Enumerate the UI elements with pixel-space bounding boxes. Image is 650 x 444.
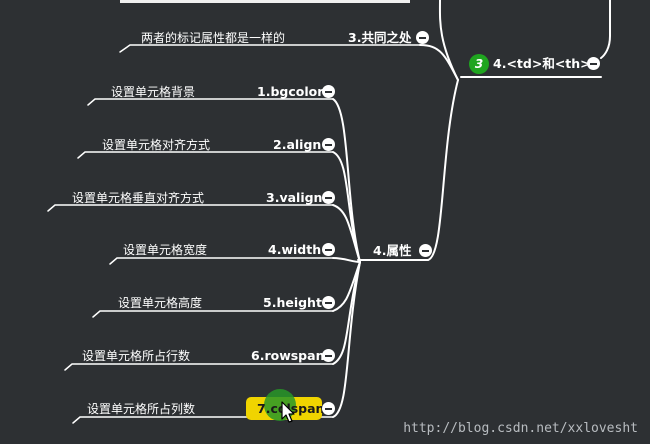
item-label-valign[interactable]: 3.valign	[266, 190, 323, 205]
collapse-item-icon[interactable]	[322, 402, 335, 415]
item-label-colspan[interactable]: 7.colspan	[257, 401, 325, 416]
common-description: 两者的标记属性都是一样的	[141, 31, 286, 45]
attributes-node-label[interactable]: 4.属性	[373, 243, 412, 258]
collapse-attributes-icon[interactable]	[419, 244, 432, 257]
collapse-root-icon[interactable]	[587, 57, 600, 70]
collapse-item-icon[interactable]	[322, 191, 335, 204]
collapse-item-icon[interactable]	[322, 296, 335, 309]
item-description: 设置单元格对齐方式	[102, 138, 211, 152]
item-label-align[interactable]: 2.align	[273, 137, 322, 152]
click-indicator	[264, 389, 296, 421]
item-description: 设置单元格垂直对齐方式	[72, 191, 205, 205]
item-label-height[interactable]: 5.height	[263, 295, 322, 310]
item-label-bgcolor[interactable]: 1.bgcolor	[257, 84, 324, 99]
collapse-item-icon[interactable]	[322, 138, 335, 151]
item-label-rowspan[interactable]: 6.rowspan	[251, 348, 325, 363]
top-edge-line	[120, 0, 410, 3]
item-description: 设置单元格背景	[111, 85, 196, 99]
mouse-pointer-icon	[281, 401, 295, 423]
collapse-common-icon[interactable]	[416, 31, 429, 44]
item-description: 设置单元格高度	[118, 296, 203, 310]
priority-badge: 3	[469, 54, 489, 74]
item-description: 设置单元格所占列数	[87, 402, 196, 416]
collapse-item-icon[interactable]	[322, 243, 335, 256]
collapse-item-icon[interactable]	[322, 349, 335, 362]
item-description: 设置单元格所占行数	[82, 349, 191, 363]
item-description: 设置单元格宽度	[123, 243, 208, 257]
common-node-label[interactable]: 3.共同之处	[348, 30, 412, 45]
watermark-text: http://blog.csdn.net/xxlovesht	[403, 421, 638, 436]
item-label-width[interactable]: 4.width	[268, 242, 322, 257]
root-node-label[interactable]: 4.<td>和<th>	[493, 56, 591, 71]
collapse-item-icon[interactable]	[322, 85, 335, 98]
